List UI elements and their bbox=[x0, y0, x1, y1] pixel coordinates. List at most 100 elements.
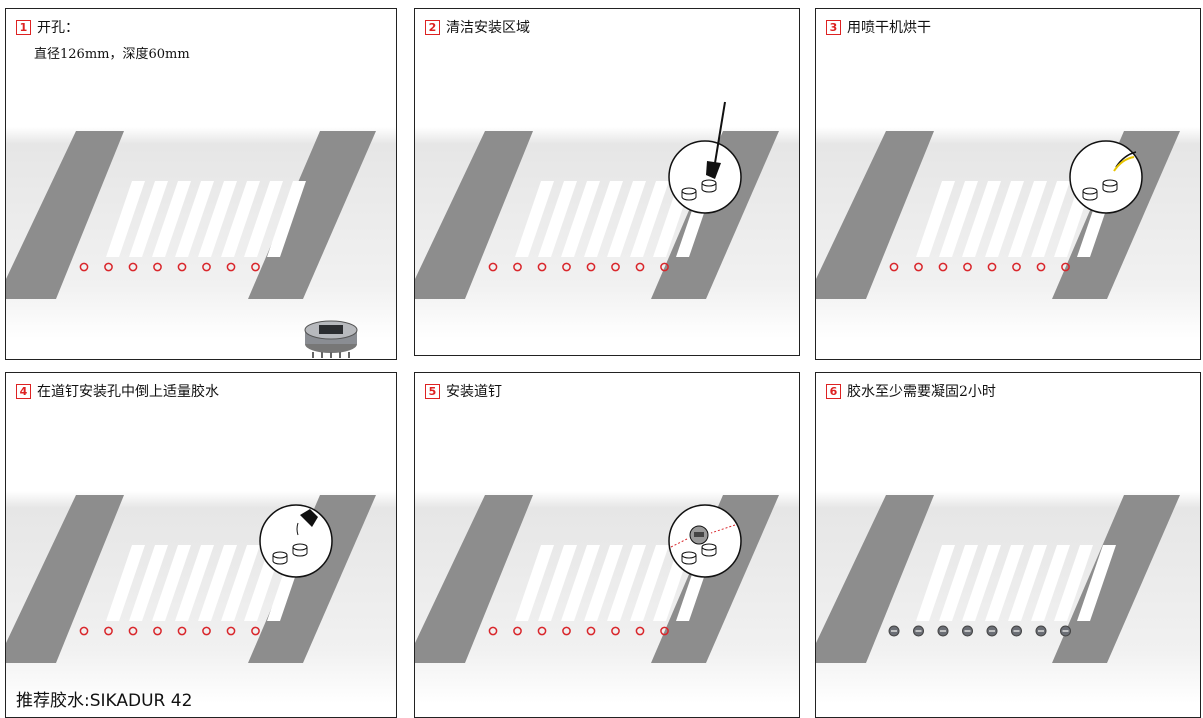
brush-head-icon bbox=[706, 161, 721, 179]
drill-hole-marker bbox=[987, 262, 997, 272]
recommended-glue-note: 推荐胶水:SIKADUR 42 bbox=[16, 691, 193, 711]
step-number: 1 bbox=[16, 19, 31, 35]
drill-hole-marker bbox=[128, 262, 138, 272]
step-title: 安装道钉 bbox=[446, 384, 502, 400]
drill-hole-marker bbox=[153, 626, 162, 636]
glue-drip-icon bbox=[296, 522, 299, 536]
crosswalk-stripe bbox=[1054, 545, 1093, 621]
crosswalk-stripe bbox=[175, 181, 214, 257]
drill-hole-marker bbox=[889, 262, 899, 272]
step-panel-5: 5 安装道钉 bbox=[414, 372, 800, 718]
drill-hole-marker bbox=[177, 262, 187, 272]
drill-hole-marker bbox=[586, 626, 596, 636]
drill-hole-marker bbox=[128, 626, 138, 636]
drill-hole-marker bbox=[938, 262, 948, 272]
road-band-left bbox=[6, 131, 124, 299]
crosswalk-stripe bbox=[607, 545, 646, 621]
drill-hole-marker bbox=[1012, 262, 1021, 272]
step-header: 5 安装道钉 bbox=[425, 381, 502, 401]
road-band-left bbox=[415, 495, 533, 663]
step-panel-4: 4 在道钉安装孔中倒上适量胶水 推荐胶水:SIKADUR 42 bbox=[5, 372, 397, 718]
crosswalk-stripe bbox=[129, 181, 168, 257]
road-band-left bbox=[415, 131, 533, 299]
crosswalk-stripe bbox=[152, 181, 191, 257]
step-number: 2 bbox=[425, 19, 440, 35]
step-panel-2: 2 清洁安装区域 bbox=[414, 8, 800, 356]
crosswalk-stripe bbox=[584, 181, 623, 257]
drill-hole-marker bbox=[660, 626, 669, 636]
drill-hole-marker bbox=[202, 262, 211, 272]
crosswalk-stripe bbox=[198, 181, 237, 257]
detail-inset-circle bbox=[259, 504, 333, 578]
crosswalk-scene bbox=[6, 127, 396, 358]
step-number: 3 bbox=[826, 19, 841, 35]
crosswalk-stripe bbox=[129, 545, 168, 621]
step-title: 在道钉安装孔中倒上适量胶水 bbox=[37, 384, 219, 400]
crosswalk-scene bbox=[415, 491, 799, 703]
crosswalk-stripe bbox=[916, 545, 955, 621]
drill-hole-marker bbox=[251, 626, 260, 636]
crosswalk-stripe bbox=[1031, 181, 1070, 257]
drill-hole-marker bbox=[251, 262, 260, 272]
crosswalk-scene bbox=[816, 127, 1200, 339]
crosswalk-stripe bbox=[1008, 545, 1047, 621]
crosswalk-stripe bbox=[1031, 545, 1070, 621]
drill-hole-marker bbox=[153, 262, 162, 272]
step-header: 3 用喷干机烘干 bbox=[826, 17, 931, 37]
drill-hole-marker bbox=[513, 262, 522, 272]
step-header: 1 开孔： bbox=[16, 17, 79, 37]
step-title: 清洁安装区域 bbox=[446, 20, 530, 36]
step-panel-1: 1 开孔： 直径126mm，深度60mm bbox=[5, 8, 397, 360]
crosswalk-stripe bbox=[561, 181, 600, 257]
crosswalk-scene bbox=[6, 491, 396, 703]
step-subtitle: 直径126mm，深度60mm bbox=[34, 47, 190, 62]
step-title: 胶水至少需要凝固2小时 bbox=[847, 384, 996, 400]
crosswalk-scene bbox=[816, 491, 1200, 703]
road-band-left bbox=[816, 131, 934, 299]
drill-hole-marker bbox=[562, 262, 571, 272]
step-title: 开孔： bbox=[37, 20, 79, 36]
step-panel-6: 6 胶水至少需要凝固2小时 bbox=[815, 372, 1201, 718]
crosswalk-stripe bbox=[985, 181, 1024, 257]
drill-hole-marker bbox=[1036, 262, 1046, 272]
crosswalk-stripe bbox=[916, 181, 955, 257]
crosswalk-stripe bbox=[1008, 181, 1047, 257]
drill-hole-marker bbox=[104, 262, 113, 272]
step-number: 5 bbox=[425, 383, 440, 399]
crosswalk-stripe bbox=[939, 545, 978, 621]
drill-hole-marker bbox=[488, 262, 498, 272]
drill-hole-marker bbox=[562, 626, 571, 636]
detail-inset-circle bbox=[1069, 140, 1143, 214]
drill-hole-marker bbox=[914, 262, 923, 272]
crosswalk-stripe bbox=[985, 545, 1024, 621]
step-number: 4 bbox=[16, 383, 31, 399]
drill-hole-marker bbox=[79, 626, 89, 636]
road-band-left bbox=[816, 495, 934, 663]
crosswalk-stripe bbox=[1077, 545, 1116, 621]
road-band-left bbox=[6, 495, 124, 663]
crosswalk-stripe bbox=[515, 181, 554, 257]
drill-hole-marker bbox=[611, 626, 620, 636]
brush-handle-icon bbox=[714, 101, 726, 164]
crosswalk-stripe bbox=[152, 545, 191, 621]
drill-hole-marker bbox=[513, 626, 522, 636]
drill-hole-marker bbox=[586, 262, 596, 272]
glue-bottle-icon bbox=[300, 509, 318, 527]
step-panel-3: 3 用喷干机烘干 bbox=[815, 8, 1201, 360]
drill-hole-marker bbox=[104, 626, 113, 636]
crosswalk-stripe bbox=[106, 181, 145, 257]
drill-hole-marker bbox=[488, 626, 498, 636]
step-header: 2 清洁安装区域 bbox=[425, 17, 530, 37]
drill-hole-marker bbox=[537, 626, 547, 636]
step-title: 用喷干机烘干 bbox=[847, 20, 931, 36]
drill-hole-marker bbox=[660, 262, 669, 272]
drill-hole-marker bbox=[1061, 262, 1070, 272]
drill-hole-marker bbox=[177, 626, 187, 636]
crosswalk-stripe bbox=[962, 181, 1001, 257]
arrow-right-icon bbox=[710, 524, 736, 534]
drill-hole-marker bbox=[226, 262, 236, 272]
crosswalk-stripe bbox=[198, 545, 237, 621]
crosswalk-stripe bbox=[630, 181, 669, 257]
crosswalk-stripe bbox=[561, 545, 600, 621]
crosswalk-stripe bbox=[221, 545, 260, 621]
